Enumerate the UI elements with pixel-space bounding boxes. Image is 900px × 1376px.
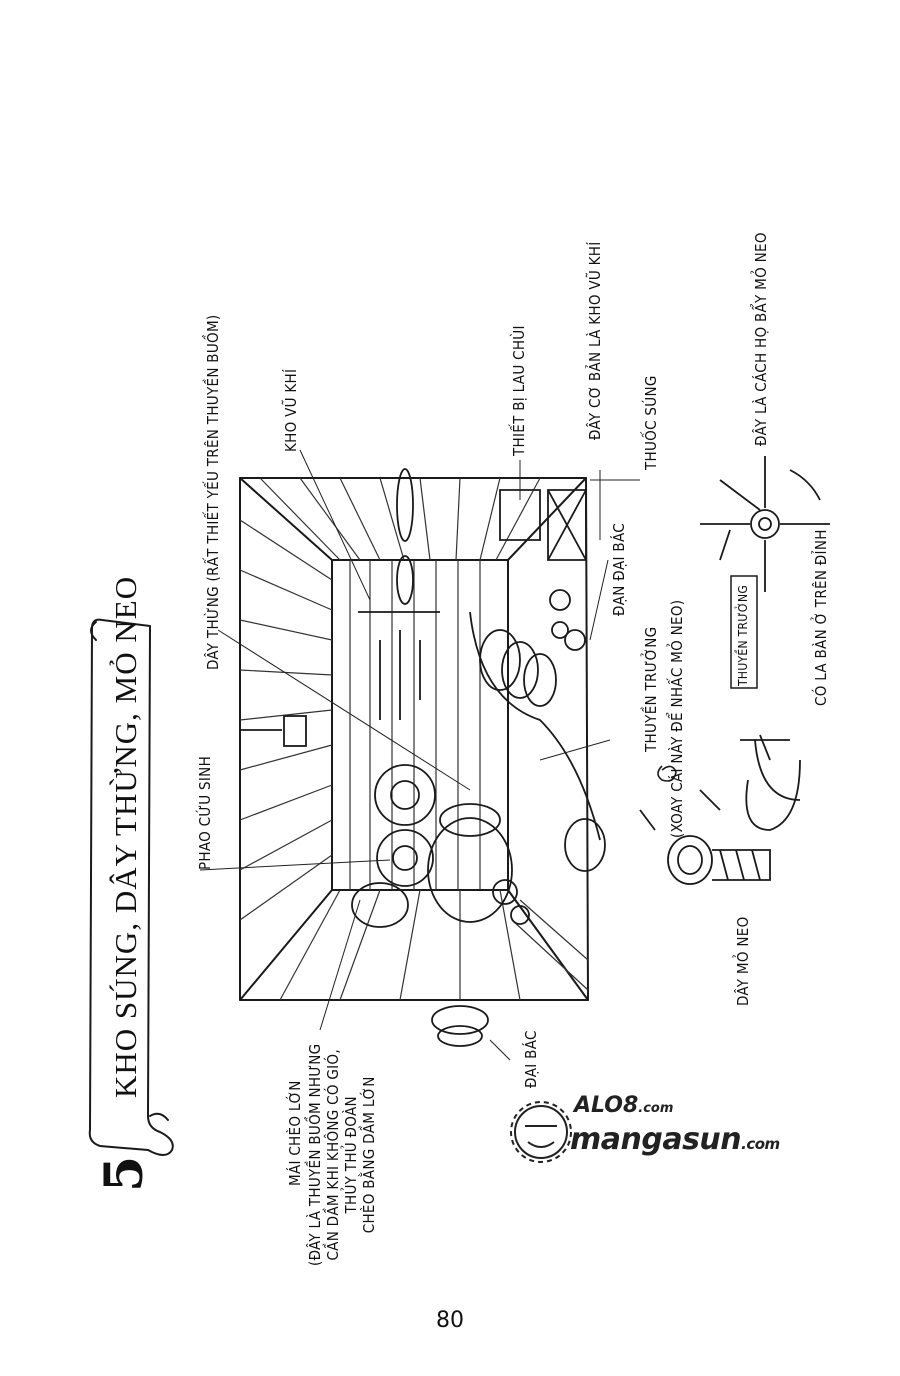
label-cleaning: THIẾT BỊ LAU CHÙI: [510, 325, 528, 456]
page-number: 80: [436, 1308, 464, 1333]
captain-box: [730, 575, 758, 689]
watermark-line1: ALO8.com: [574, 1093, 674, 1118]
label-oar-note: (ĐÂY LÀ THUYỀN BUỒM NHƯNG CẦN DẦM KHI KH…: [306, 1043, 378, 1266]
watermark-line2: mangasun.com: [570, 1122, 780, 1157]
label-cannonball: ĐẠN ĐẠI BÁC: [610, 523, 628, 616]
watermark-logo: [510, 1101, 572, 1163]
label-captain: THUYỀN TRƯỞNG: [642, 626, 660, 752]
label-captain-note: (XOAY CÁI NÀY ĐỂ NHẤC MỎ NEO): [668, 599, 686, 838]
section-number: 5: [94, 1155, 155, 1192]
compass: [750, 509, 780, 539]
label-oar-title: MÁI CHÈO LỚN: [286, 1080, 304, 1186]
cannon: [427, 817, 513, 923]
label-gunpowder: THUỐC SÚNG: [642, 375, 660, 470]
label-compass: CÓ LA BÀN Ở TRÊN ĐỈNH: [812, 529, 830, 706]
label-armory-basic: ĐÂY CƠ BẢN LÀ KHO VŨ KHÍ: [586, 241, 604, 440]
label-anchor-method: ĐÂY LÀ CÁCH HỌ BẨY MỎ NEO: [752, 232, 770, 446]
scroll-banner: [88, 618, 174, 1156]
label-captain-box: THUYỀN TRƯỞNG: [736, 584, 750, 686]
lifebuoy-1: [374, 764, 436, 826]
label-anchor-rope: DÂY MỎ NEO: [734, 916, 752, 1006]
label-rope: DÂY THỪNG (RẤT THIẾT YẾU TRÊN THUYỀN BUỒ…: [204, 314, 222, 670]
label-lifebuoy: PHAO CỨU SINH: [196, 755, 214, 870]
section-title: KHO SÚNG, DÂY THỪNG, MỎ NEO: [108, 575, 143, 1098]
lifebuoy-2: [376, 829, 434, 887]
label-armory: KHO VŨ KHÍ: [282, 368, 300, 452]
label-cannon: ĐẠI BÁC: [522, 1030, 540, 1088]
